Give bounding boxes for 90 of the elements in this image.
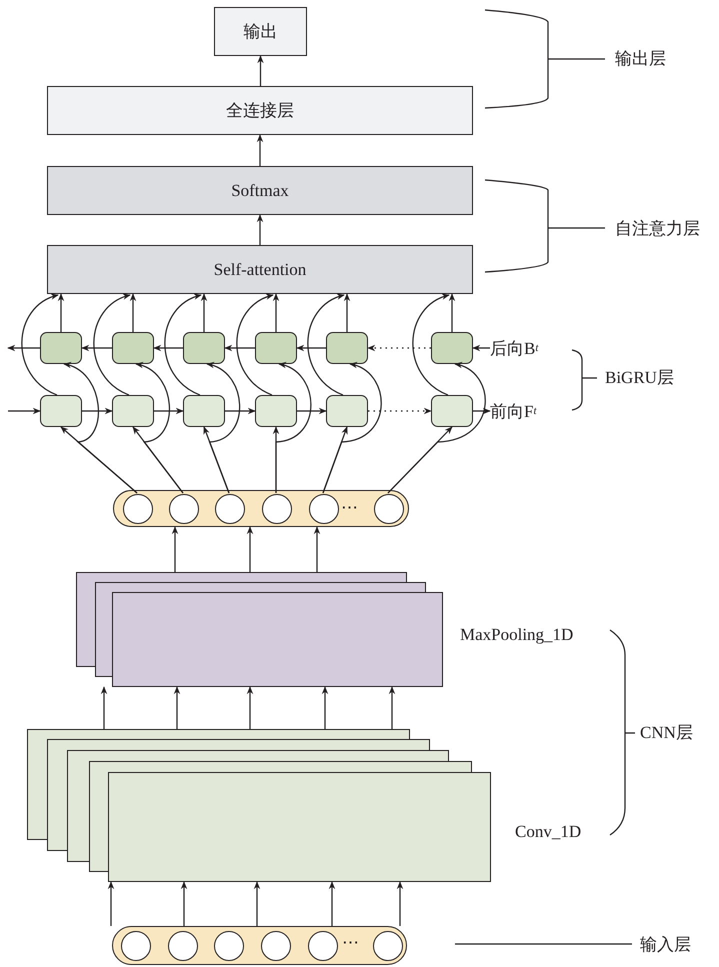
arrow [108,881,114,926]
arrow [180,881,188,926]
annotation-label: 输出层 [615,48,666,70]
layer-box: 全连接层 [47,86,473,135]
arrow [272,293,280,332]
vector-bar [113,490,409,527]
arrow [472,344,490,352]
arrow [225,408,256,414]
annotation-label: ⋯ [342,932,359,954]
gru-cell [112,395,154,427]
arrow [81,344,112,352]
arrow [322,686,328,729]
neuron-circle [123,494,153,524]
arrow [153,344,183,352]
arrow [224,344,255,352]
neuron-circle [215,494,245,524]
layer-label: 输入层 [640,933,700,955]
arrow [473,408,491,414]
neuron-circle [262,494,292,524]
arrow [58,293,64,332]
annotation-label: 自注意力层 [615,218,700,240]
annotation-label: ⋯ [341,497,358,519]
arrow [296,344,326,352]
gru-cell [431,395,473,427]
arrow [314,526,320,572]
arrow [412,294,450,396]
neuron-circle [261,931,291,961]
arrow [206,362,240,494]
layer-caption: Conv_1D [515,821,582,843]
arrow [256,214,264,245]
feature-map-sheet [108,772,491,882]
gru-cell [112,332,154,364]
arrow [100,686,108,729]
arrow [368,408,432,414]
arrow [388,362,486,494]
arrow [322,362,382,494]
arrow [344,293,350,332]
arrow [135,362,184,494]
neuron-circle [214,931,244,961]
arrow [130,293,136,332]
neuron-circle [373,931,403,961]
layer-box: 输出 [214,7,307,56]
arrow [256,134,264,166]
arrow [200,293,208,332]
gru-cell [326,395,368,427]
arrow [307,294,345,396]
arrow [297,408,327,414]
gru-cell [183,332,225,364]
gru-cell [255,332,297,364]
arrow [174,686,180,729]
annotation-label: BiGRU层 [605,367,674,389]
neuron-circle [309,494,339,524]
layer-box: Softmax [47,166,473,215]
gru-cell [40,332,82,364]
neuron-circle [308,931,338,961]
arrow [7,344,40,352]
gru-cell [255,395,297,427]
neuron-circle [374,494,404,524]
layer-caption: MaxPooling_1D [460,624,574,646]
arrow [154,408,184,414]
arrow [328,881,336,926]
vector-bar [112,926,407,965]
gru-cell [183,395,225,427]
leader-line [455,943,632,945]
arrow [448,293,456,332]
gru-cell [326,332,368,364]
arrow [236,294,274,396]
gru-cell [40,395,82,427]
arrow [246,686,254,729]
arrow [63,362,138,494]
arrow [246,526,254,572]
neuron-circle [168,931,198,961]
arrow [367,344,431,352]
arrow [388,686,396,729]
arrow [164,294,202,396]
arrow [172,526,178,572]
arrow [257,55,264,86]
arrow [21,294,59,396]
arrow [82,408,113,414]
gru-cell [431,332,473,364]
arrow [396,881,404,926]
neuron-circle [169,494,199,524]
arrow [93,294,131,396]
layer-box: Self-attention [47,245,473,294]
neuron-circle [121,931,151,961]
annotation-label: CNN层 [640,722,693,744]
feature-map-sheet [112,592,443,687]
arrow [8,408,41,414]
arrow [275,362,312,493]
arrow [254,881,260,926]
